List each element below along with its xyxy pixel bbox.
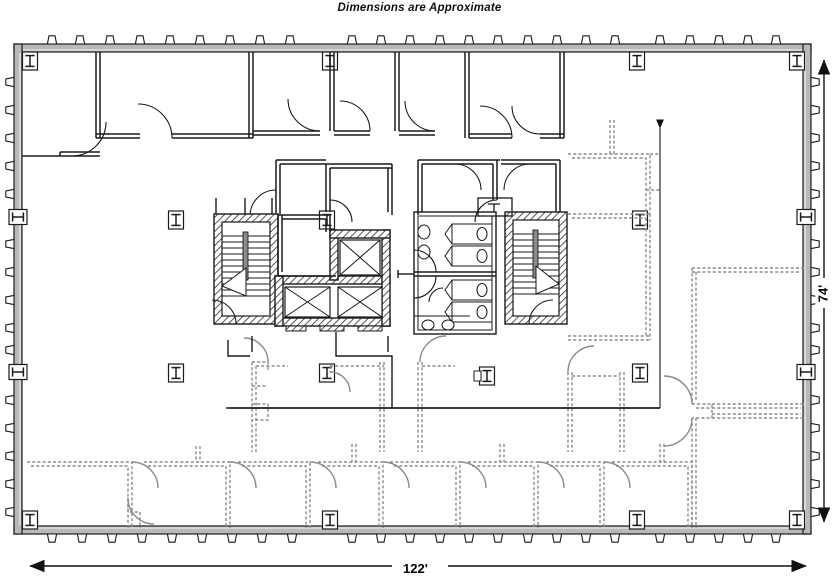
toilet-stalls-upper bbox=[444, 223, 493, 267]
exterior-shell bbox=[13, 43, 812, 535]
toilet-stalls-lower bbox=[444, 279, 493, 323]
stair-east bbox=[477, 197, 568, 325]
core-corridor-lines bbox=[226, 332, 660, 409]
restroom-block bbox=[397, 211, 497, 335]
dimension-lines bbox=[29, 59, 831, 573]
column-with-fixture bbox=[473, 366, 496, 386]
elevator-bank bbox=[274, 229, 391, 332]
proposed-partitions bbox=[27, 120, 805, 528]
page-title: Dimensions are Approximate bbox=[337, 2, 502, 14]
stair-west bbox=[211, 198, 279, 325]
overall-depth-dimension-label: 74' bbox=[815, 280, 831, 307]
sink-fixtures bbox=[417, 224, 431, 260]
overall-width-dimension-label: 122' bbox=[399, 561, 432, 576]
north-office-suite bbox=[22, 52, 565, 157]
lavatory-row bbox=[414, 315, 470, 331]
structural-column-markers bbox=[8, 51, 816, 530]
core-adjacent-rooms bbox=[277, 214, 336, 277]
northeast-rooms bbox=[249, 159, 561, 223]
